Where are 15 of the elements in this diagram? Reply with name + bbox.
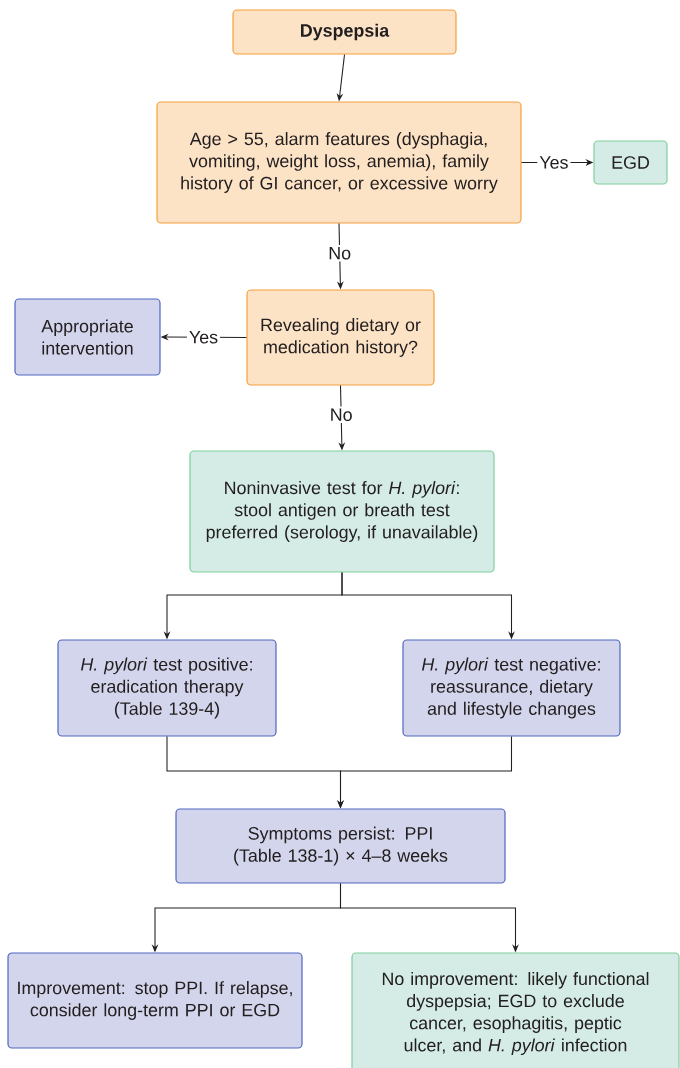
outcome-box: Improvement: stop PPI. If relapse, consider long-term PPI or EGD — [7, 952, 303, 1049]
decision-box: Age > 55, alarm features (dysphagia, vomiting, weight loss, anemia), family history of GI cancer, or excessive worry — [156, 101, 522, 224]
test-box: Noninvasive test for H. pylori: stool antigen or breath test preferred (serology, if unavailable) — [189, 450, 495, 573]
edge-label: Yes — [186, 329, 221, 346]
process-box: H. pylori test negative: reassurance, dietary and lifestyle changes — [402, 639, 621, 737]
start-box: Dyspepsia — [232, 9, 457, 55]
decision-box: Revealing dietary or medication history? — [246, 289, 435, 386]
edge-label: Yes — [537, 154, 571, 171]
process-box: Symptoms persist: PPI (Table 138-1) × 4–8 weeks — [175, 808, 506, 884]
process-box: Appropriate intervention — [14, 298, 161, 376]
outcome-box: EGD — [593, 140, 668, 185]
outcome-box: No improvement: likely functional dyspepsia; EGD to exclude cancer, esophagitis, peptic ulcer, and H. pylori infection — [351, 952, 680, 1068]
edge-label: No — [327, 406, 355, 423]
process-box: H. pylori test positive: eradication therapy (Table 139-4) — [57, 639, 277, 737]
edge-label: No — [326, 245, 354, 262]
